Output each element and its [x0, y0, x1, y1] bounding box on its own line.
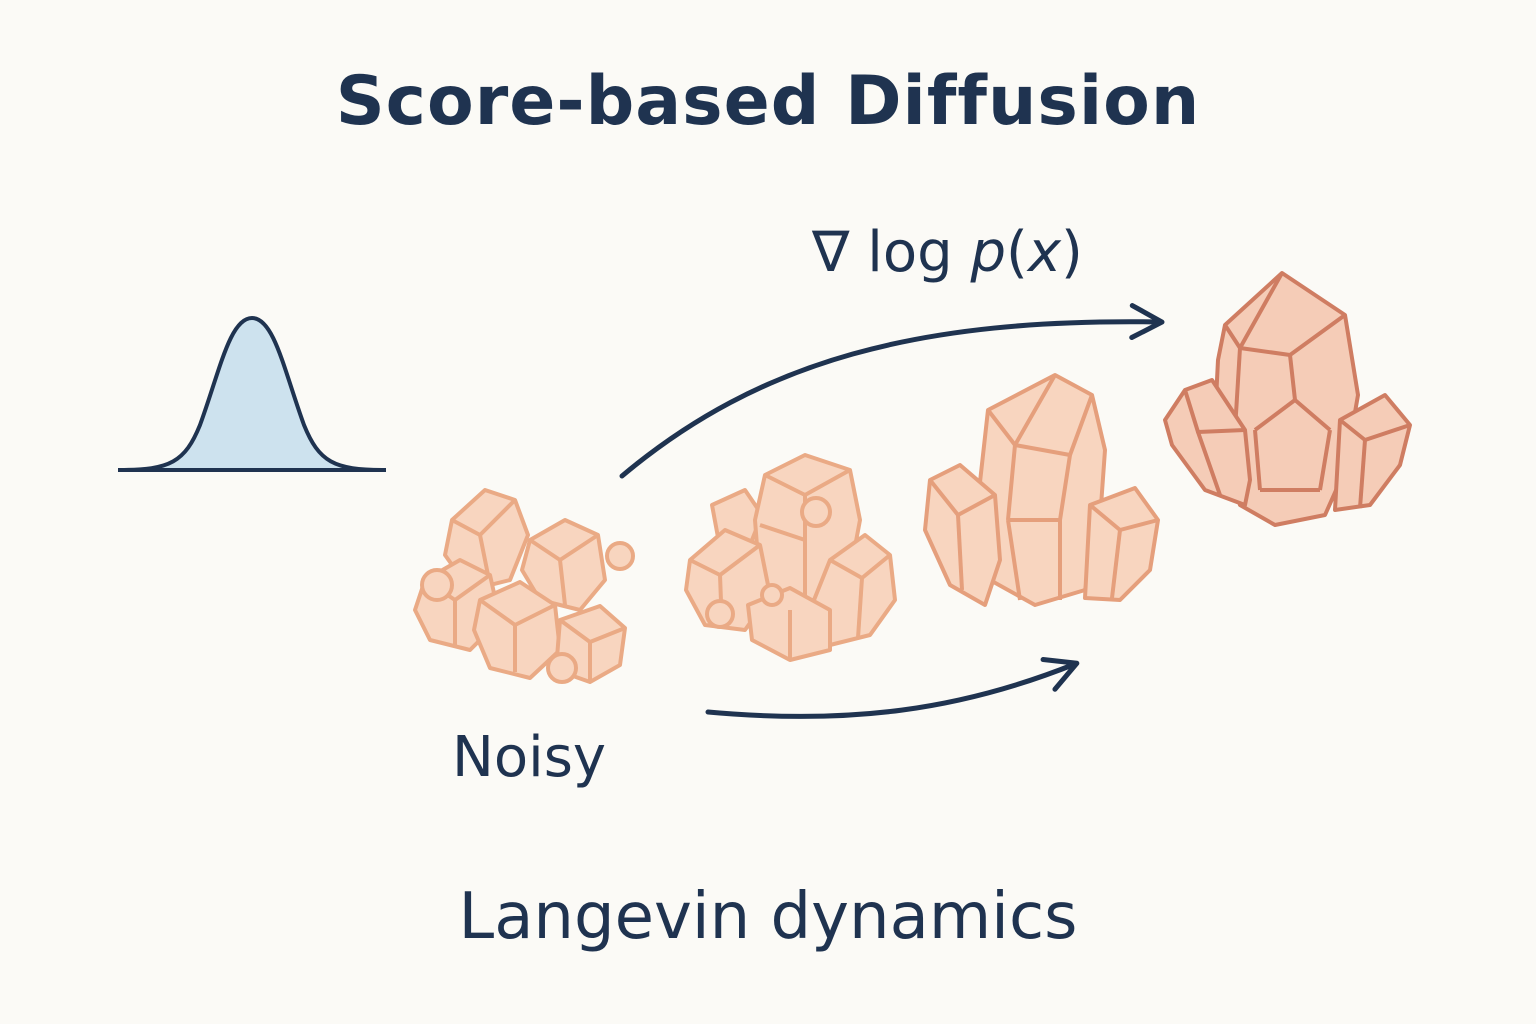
p-symbol: p: [970, 220, 1007, 285]
final-crystal-icon: [1163, 271, 1412, 527]
score-formula: ∇ log p(x): [812, 220, 1083, 285]
noisy-crystal-icon: [413, 488, 635, 684]
close-paren: ): [1061, 220, 1083, 285]
langevin-label: Langevin dynamics: [458, 880, 1078, 954]
log-text: log: [867, 220, 953, 285]
upper-arrow-icon: [619, 303, 1165, 479]
open-paren: (: [1006, 220, 1028, 285]
noisy-label: Noisy: [452, 725, 607, 790]
crystal-stage-3-icon: [923, 373, 1160, 607]
x-symbol: x: [1027, 220, 1062, 285]
lower-arrow-icon: [705, 657, 1080, 719]
gaussian-curve-icon: [118, 315, 386, 472]
nabla-symbol: ∇: [812, 220, 850, 285]
diagram-title: Score-based Diffusion: [335, 62, 1201, 141]
crystal-stage-2-icon: [684, 453, 897, 662]
